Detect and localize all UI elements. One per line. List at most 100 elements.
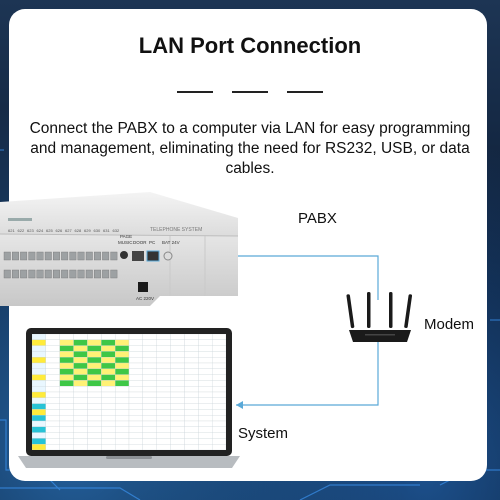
rj11-jack — [77, 251, 85, 261]
spreadsheet-cell — [128, 362, 144, 369]
spreadsheet-cell — [32, 357, 47, 364]
spreadsheet-cell — [45, 403, 60, 410]
spreadsheet-cell — [211, 374, 226, 381]
rj11-jack — [61, 269, 69, 279]
spreadsheet-cell — [198, 444, 213, 450]
spreadsheet-cell — [73, 345, 88, 352]
spreadsheet-cell — [142, 368, 157, 375]
spreadsheet-cell — [114, 391, 130, 398]
spreadsheet-cell — [73, 380, 88, 387]
spreadsheet-cell — [73, 409, 88, 416]
spreadsheet-cell — [128, 420, 144, 427]
spreadsheet-cell — [114, 362, 130, 369]
spreadsheet-cell — [73, 386, 88, 393]
spreadsheet-cell — [45, 339, 60, 346]
spreadsheet-cell — [73, 334, 88, 340]
spreadsheet-cell — [211, 386, 226, 393]
spreadsheet-cell — [156, 339, 171, 346]
spreadsheet-cell — [59, 444, 74, 450]
spreadsheet-cell — [59, 351, 74, 358]
spreadsheet-cell — [114, 438, 130, 445]
spreadsheet-cell — [45, 351, 60, 358]
spreadsheet-cell — [211, 380, 226, 387]
spreadsheet-cell — [211, 438, 226, 445]
spreadsheet-cell — [32, 420, 47, 427]
spreadsheet-cell — [211, 420, 226, 427]
spreadsheet-cell — [142, 444, 157, 450]
rj11-jack — [93, 269, 101, 279]
spreadsheet-cell — [198, 403, 213, 410]
spreadsheet-cell — [198, 368, 213, 375]
spreadsheet-cell — [73, 362, 88, 369]
spreadsheet-cell — [198, 426, 213, 433]
spreadsheet-cell — [32, 345, 47, 352]
spreadsheet-cell — [156, 409, 171, 416]
spreadsheet-cell — [32, 391, 47, 398]
spreadsheet-cell — [114, 420, 130, 427]
spreadsheet-cell — [59, 415, 74, 422]
spreadsheet-cell — [128, 386, 144, 393]
spreadsheet-cell — [45, 380, 60, 387]
spreadsheet-cell — [156, 391, 171, 398]
spreadsheet-cell — [128, 351, 144, 358]
spreadsheet-cell — [128, 409, 144, 416]
spreadsheet-cell — [101, 397, 116, 404]
rj11-jack — [85, 251, 93, 261]
spreadsheet-cell — [170, 444, 185, 450]
spreadsheet-cell — [114, 397, 130, 404]
spreadsheet-cell — [87, 351, 102, 358]
spreadsheet-cell — [184, 397, 199, 404]
spreadsheet-cell — [101, 415, 116, 422]
modem-label: Modem — [424, 316, 475, 333]
spreadsheet-cell — [184, 380, 199, 387]
spreadsheet-cell — [101, 339, 116, 346]
spreadsheet-screen — [32, 334, 226, 450]
ac-power-socket — [138, 282, 148, 292]
spreadsheet-cell — [198, 420, 213, 427]
spreadsheet-cell — [128, 368, 144, 375]
spreadsheet-cell — [59, 432, 74, 439]
spreadsheet-cell — [184, 362, 199, 369]
spreadsheet-cell — [87, 386, 102, 393]
spreadsheet-cell — [73, 339, 88, 346]
page-title: LAN Port Connection — [138, 33, 362, 58]
spreadsheet-cell — [198, 386, 213, 393]
spreadsheet-cell — [170, 438, 185, 445]
spreadsheet-cell — [170, 339, 185, 346]
spreadsheet-cell — [170, 420, 185, 427]
spreadsheet-cell — [198, 397, 213, 404]
spreadsheet-cell — [114, 368, 130, 375]
spreadsheet-cell — [170, 403, 185, 410]
port-number: 628 — [75, 228, 82, 233]
spreadsheet-cell — [198, 391, 213, 398]
spreadsheet-cell — [156, 444, 171, 450]
spreadsheet-cell — [73, 420, 88, 427]
spreadsheet-cell — [211, 362, 226, 369]
spreadsheet-cell — [45, 368, 60, 375]
spreadsheet-cell — [198, 334, 213, 340]
spreadsheet-cell — [59, 368, 74, 375]
spreadsheet-cell — [32, 397, 47, 404]
spreadsheet-cell — [184, 444, 199, 450]
spreadsheet-cell — [142, 420, 157, 427]
port-number: 621 — [8, 228, 15, 233]
spreadsheet-cell — [142, 415, 157, 422]
spreadsheet-cell — [73, 426, 88, 433]
spreadsheet-cell — [73, 357, 88, 364]
lan-port — [146, 250, 160, 262]
port-label-music: MUSIC — [118, 240, 133, 245]
port-number: 630 — [94, 228, 101, 233]
spreadsheet-cell — [128, 397, 144, 404]
spreadsheet-cell — [101, 345, 116, 352]
spreadsheet-cell — [73, 374, 88, 381]
spreadsheet-cell — [211, 391, 226, 398]
spreadsheet-cell — [184, 339, 199, 346]
rj11-jack — [36, 269, 44, 279]
spreadsheet-cell — [198, 380, 213, 387]
spreadsheet-cell — [156, 357, 171, 364]
port-number: 632 — [113, 228, 120, 233]
spreadsheet-cell — [184, 357, 199, 364]
spreadsheet-cell — [101, 391, 116, 398]
spreadsheet-cell — [142, 345, 157, 352]
spreadsheet-cell — [101, 420, 116, 427]
